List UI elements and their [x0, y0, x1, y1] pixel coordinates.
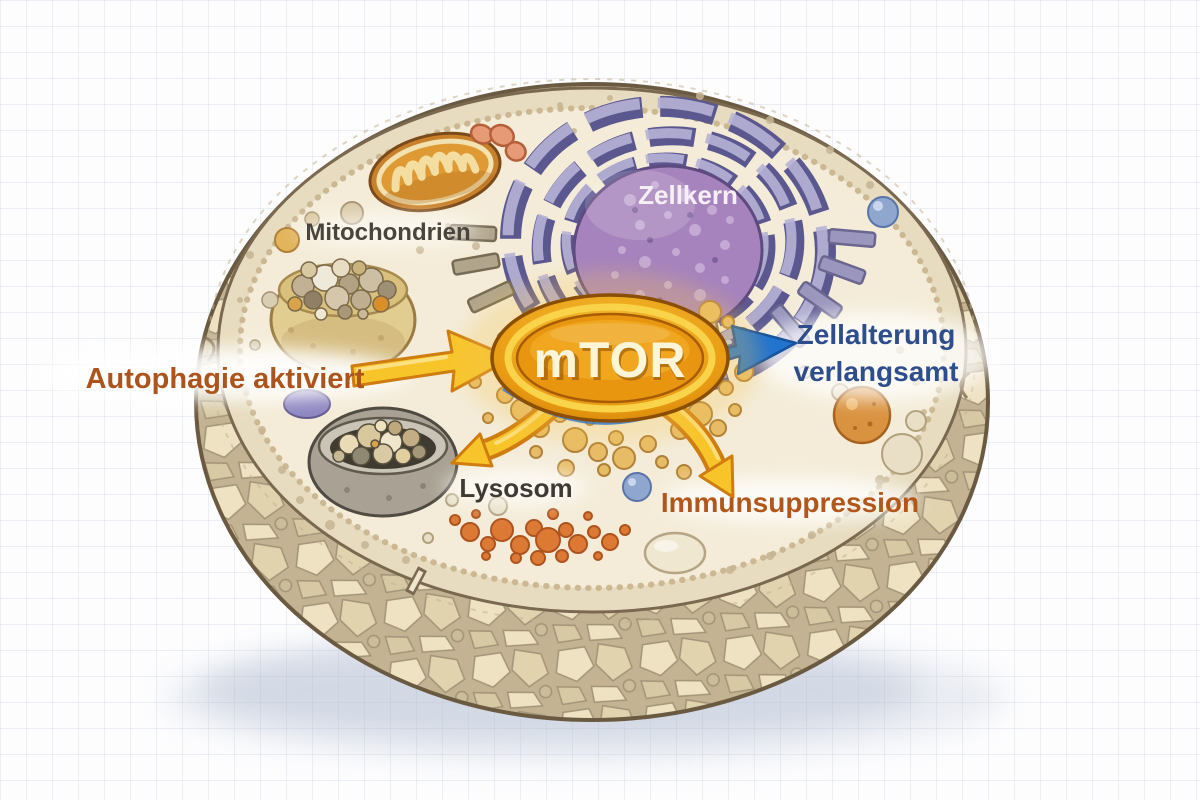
mtor-label: mTOR [533, 332, 686, 388]
cristae [391, 151, 480, 193]
nucleus-label: Zellkern [638, 180, 738, 210]
lysosome-label: Lysosom [459, 473, 572, 503]
blue-vesicle-top [867, 196, 899, 228]
mitochondrion [368, 131, 502, 213]
mtor-badge [460, 272, 760, 444]
blue-vesicle-bottom [622, 472, 652, 502]
labels: mTOR mTOR Mitochondrien Zellkern Autopha… [86, 180, 959, 518]
organelle-fragment [469, 123, 527, 162]
aging-label-line2: verlangsamt [794, 356, 959, 387]
rim-notch [405, 566, 427, 596]
mtor-label-shadow: mTOR [537, 335, 686, 391]
autophagosome [269, 258, 417, 376]
aging-label-line1: Zellalterung [797, 319, 956, 350]
lysosome [307, 406, 459, 518]
granule-cluster [449, 508, 631, 566]
immunosuppression-label: Immunsuppression [661, 487, 919, 518]
autophagosome-cargo [287, 258, 397, 321]
lysosome-crystals [332, 419, 427, 466]
mitochondria-label: Mitochondrien [305, 219, 470, 246]
autophagy-label: Autophagie aktiviert [86, 363, 365, 395]
